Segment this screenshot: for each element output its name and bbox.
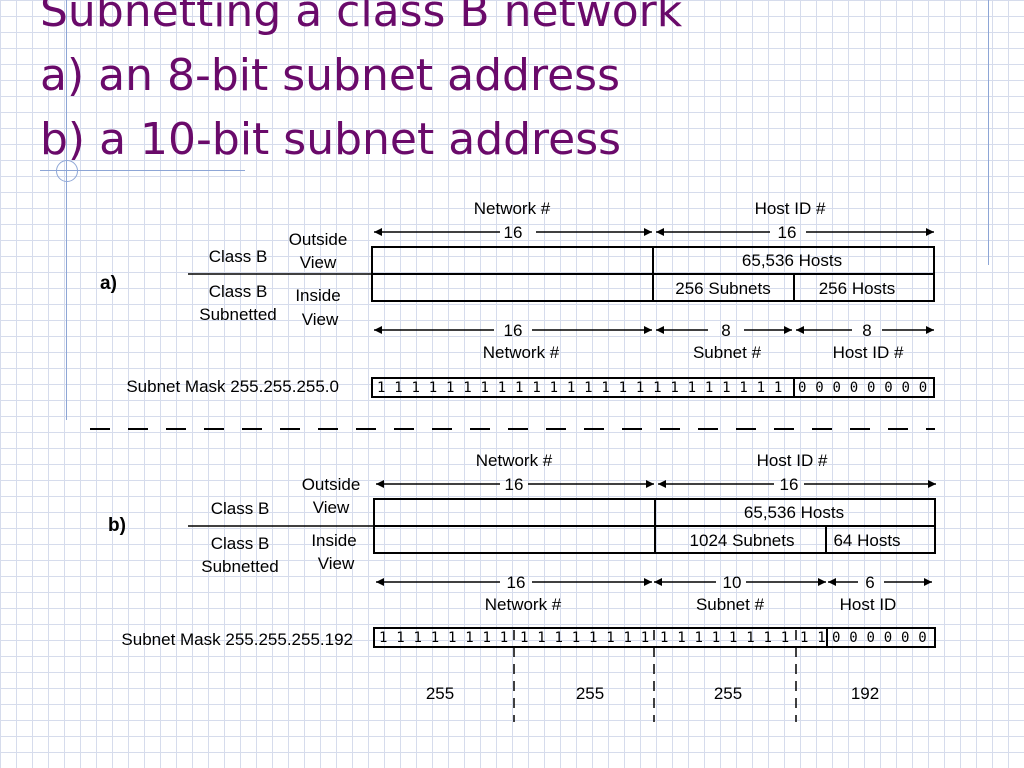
- a-class-b-label: Class B: [208, 247, 268, 266]
- b-subnets-count: 1024 Subnets: [689, 531, 795, 550]
- a-inside-view-line1: Inside: [295, 286, 341, 305]
- b-bottom-network-label: Network #: [484, 595, 562, 614]
- a-mask-ones: 1 1 1 1 1 1 1 1 1 1 1 1 1 1 1 1 1 1 1 1 …: [377, 380, 783, 396]
- b-bottom-network-bits: 16: [506, 573, 526, 592]
- decorative-vertical-line-left: [66, 0, 67, 420]
- b-class-b-subnetted-line2: Subnetted: [201, 557, 279, 576]
- a-bottom-host-bits: 8: [862, 321, 872, 340]
- a-top-network-label: Network #: [473, 199, 551, 218]
- b-octet-value-1: 255: [425, 684, 455, 703]
- b-hosts-per-subnet: 64 Hosts: [833, 531, 901, 550]
- b-mask-zeros: 0 0 0 0 0 0: [832, 630, 927, 646]
- b-inside-view-line1: Inside: [311, 531, 357, 550]
- a-bottom-network-label: Network #: [482, 343, 560, 362]
- a-mask-zeros: 0 0 0 0 0 0 0 0: [798, 380, 928, 396]
- a-bottom-subnet-label: Subnet #: [692, 343, 762, 362]
- b-bottom-host-bits: 6: [865, 573, 875, 592]
- slide-title: Subnetting a class B network a) an 8-bit…: [40, 0, 682, 172]
- decorative-vertical-line-right: [988, 0, 989, 265]
- a-top-host-label: Host ID #: [754, 199, 826, 218]
- b-mask-octet-1: 1 1 1 1 1 1 1 1: [379, 630, 509, 646]
- b-subnet-mask-box: [373, 627, 936, 648]
- b-bottom-subnet-label: Subnet #: [695, 595, 765, 614]
- b-top-network-bits: 16: [504, 475, 524, 494]
- b-subnet-mask-divider: [826, 627, 828, 648]
- a-subnet-mask-box: [371, 377, 935, 398]
- b-network-host-divider: [654, 498, 656, 554]
- a-outside-view-line2: View: [299, 253, 337, 272]
- b-octet-value-2: 255: [575, 684, 605, 703]
- b-mask-octet-3: 1 1 1 1 1 1 1 1: [660, 630, 790, 646]
- b-mask-octet-2: 1 1 1 1 1 1 1 1: [520, 630, 650, 646]
- a-outside-view-line1: Outside: [288, 230, 348, 249]
- b-top-network-label: Network #: [475, 451, 553, 470]
- title-line-2: a) an 8-bit subnet address: [40, 50, 621, 101]
- b-subnet-mask-label: Subnet Mask 255.255.255.192: [121, 630, 353, 649]
- b-class-b-subnetted-line1: Class B: [210, 534, 270, 553]
- a-bottom-subnet-bits: 8: [721, 321, 731, 340]
- part-a-label: a): [100, 273, 117, 294]
- a-top-network-bits: 16: [503, 223, 523, 242]
- a-inside-view-line2: View: [301, 310, 339, 329]
- a-subnet-mask-divider: [793, 377, 795, 398]
- b-octet-value-3: 255: [713, 684, 743, 703]
- a-bottom-host-label: Host ID #: [832, 343, 904, 362]
- a-bottom-network-bits: 16: [503, 321, 523, 340]
- part-b-label: b): [108, 515, 126, 536]
- b-bottom-host-label: Host ID: [839, 595, 897, 614]
- a-hosts-per-subnet: 256 Hosts: [818, 279, 896, 298]
- a-subnet-host-divider: [793, 273, 795, 302]
- b-top-host-label: Host ID #: [756, 451, 828, 470]
- title-line-3: b) a 10-bit subnet address: [40, 114, 622, 165]
- b-class-b-label: Class B: [210, 499, 270, 518]
- a-subnet-mask-label: Subnet Mask 255.255.255.0: [126, 377, 339, 396]
- b-outside-view-line2: View: [312, 498, 350, 517]
- title-line-1: Subnetting a class B network: [40, 0, 683, 37]
- a-top-host-bits: 16: [777, 223, 797, 242]
- decorative-circle: [56, 160, 78, 182]
- b-subnet-host-divider: [825, 525, 827, 554]
- b-outside-view-line1: Outside: [301, 475, 361, 494]
- b-inside-view-line2: View: [317, 554, 355, 573]
- a-class-b-subnetted-line2: Subnetted: [199, 305, 277, 324]
- b-octet-value-4: 192: [850, 684, 880, 703]
- b-top-host-bits: 16: [779, 475, 799, 494]
- decorative-horizontal-line: [40, 170, 245, 171]
- a-network-host-divider: [652, 246, 654, 302]
- b-mask-octet-4-ones: 1 1: [800, 630, 826, 646]
- section-separator: [90, 428, 935, 430]
- b-hosts-total: 65,536 Hosts: [743, 503, 845, 522]
- b-bottom-subnet-bits: 10: [722, 573, 742, 592]
- a-hosts-total: 65,536 Hosts: [741, 251, 843, 270]
- a-class-b-subnetted-line1: Class B: [208, 282, 268, 301]
- a-subnets-count: 256 Subnets: [675, 279, 771, 298]
